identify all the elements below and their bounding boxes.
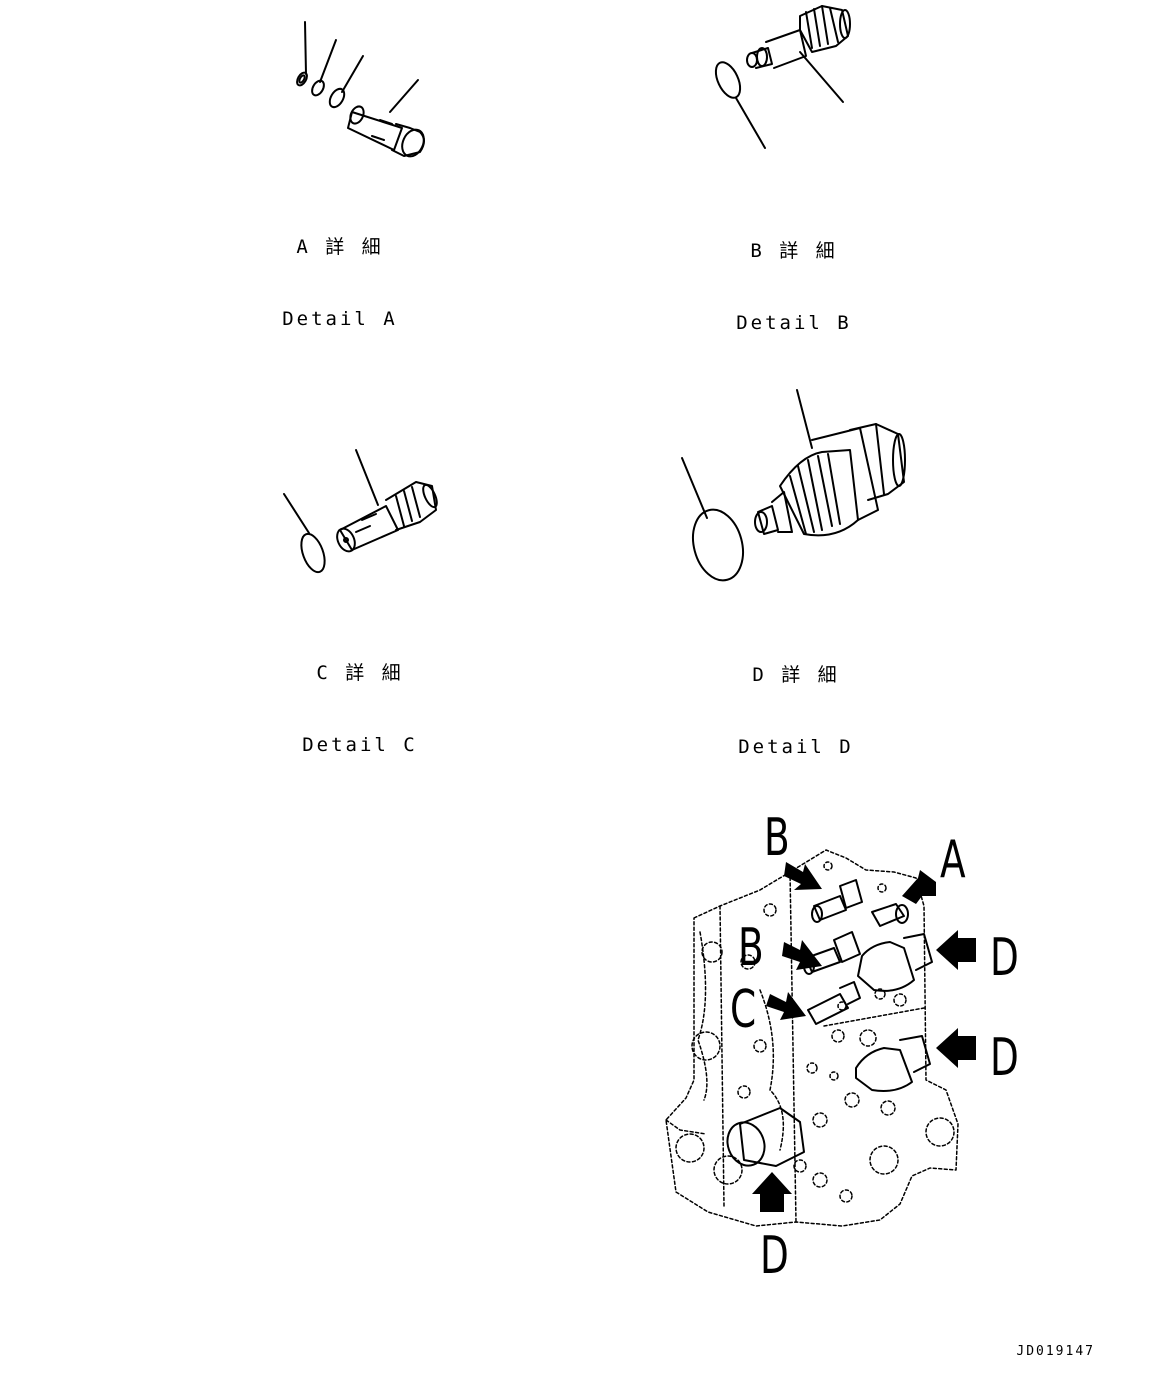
arrow-d-bottom xyxy=(752,1172,792,1212)
detail-b-title-jp: B 詳 細 xyxy=(750,240,838,262)
detail-a-title-en: Detail A xyxy=(282,308,398,330)
detail-b-parts xyxy=(714,5,851,149)
detail-a-title-jp: A 詳 細 xyxy=(296,236,384,258)
detail-d-caption: D 詳 細 Detail D xyxy=(736,615,856,783)
valve-body-illustration xyxy=(665,849,959,1227)
callout-b-lower: B xyxy=(738,918,764,978)
arrow-c xyxy=(766,992,806,1020)
callout-a: A xyxy=(940,830,966,890)
detail-d-parts xyxy=(681,389,906,582)
callout-b-upper: B xyxy=(764,808,790,868)
detail-b-caption: B 詳 細 Detail B xyxy=(734,191,854,359)
detail-c-parts xyxy=(283,449,438,574)
callout-arrows xyxy=(752,862,976,1212)
arrow-d-upper xyxy=(936,930,976,970)
detail-c-title-en: Detail C xyxy=(302,734,418,756)
detail-c-caption: C 詳 細 Detail C xyxy=(300,613,420,781)
arrow-d-middle xyxy=(936,1028,976,1068)
detail-b-title-en: Detail B xyxy=(736,312,852,334)
callout-d-bottom: D xyxy=(760,1226,789,1286)
callout-d-middle: D xyxy=(990,1028,1019,1088)
arrow-a xyxy=(902,870,936,904)
arrow-b-upper xyxy=(784,862,822,890)
drawing-code: JD019147 xyxy=(1016,1344,1095,1359)
callout-c: C xyxy=(730,980,757,1040)
detail-d-title-en: Detail D xyxy=(738,736,854,758)
detail-a-parts xyxy=(296,21,425,158)
detail-a-caption: A 詳 細 Detail A xyxy=(280,187,400,355)
installed-parts xyxy=(726,879,933,1167)
detail-d-title-jp: D 詳 細 xyxy=(752,664,840,686)
detail-c-title-jp: C 詳 細 xyxy=(316,662,404,684)
callout-d-upper: D xyxy=(990,928,1019,988)
arrow-b-lower xyxy=(782,940,822,970)
